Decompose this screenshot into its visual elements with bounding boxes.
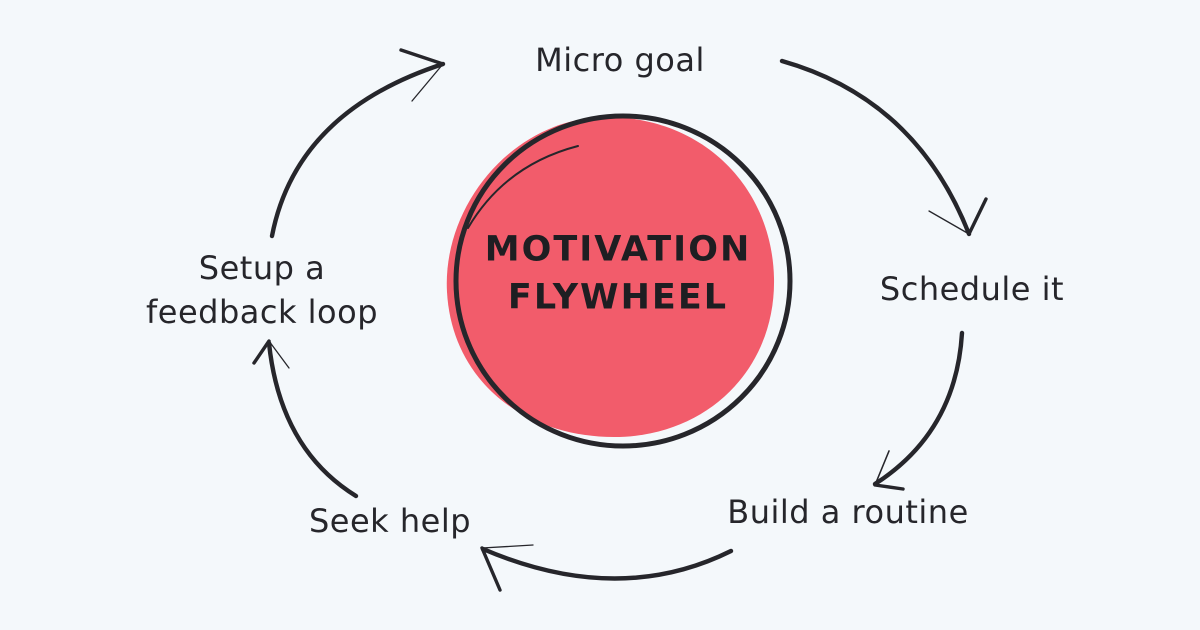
- step-label-schedule-it: Schedule it: [879, 270, 1065, 308]
- arrow-build-a-routine-to-seek-help: [480, 544, 734, 592]
- arrow-schedule-it-to-build-a-routine: [872, 330, 965, 491]
- flywheel-title-line2: FLYWHEEL: [507, 278, 729, 318]
- step-label-seek-help: Seek help: [308, 502, 472, 540]
- flywheel-title: MOTIVATION FLYWHEEL: [485, 226, 752, 323]
- step-label-build-a-routine: Build a routine: [727, 493, 969, 531]
- step-label-setup-a-feedback-loop: Setup a feedback loop: [145, 248, 379, 331]
- flywheel-outline-sketch-stroke: [467, 145, 579, 229]
- arrow-micro-goal-to-schedule-it: [779, 58, 988, 237]
- arrow-setup-feedback-loop-to-micro-goal: [269, 48, 446, 239]
- flywheel-title-line1: MOTIVATION: [484, 229, 752, 270]
- arrow-seek-help-to-setup-feedback-loop: [252, 339, 359, 499]
- flywheel-outline: [453, 113, 793, 449]
- step-label-micro-goal: Micro goal: [535, 41, 705, 79]
- flywheel-blob: [446, 116, 775, 438]
